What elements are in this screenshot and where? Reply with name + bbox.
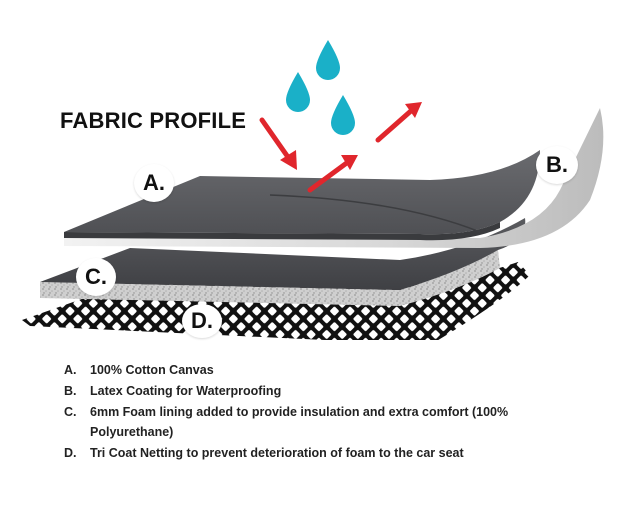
diagram-title: FABRIC PROFILE [60,108,247,133]
callout-b: B. [536,146,578,184]
canvas-seam [269,194,481,233]
latex-layer [64,108,604,248]
legend-item: D. Tri Coat Netting to prevent deteriora… [64,443,584,463]
canvas-layer [64,150,540,235]
water-drop-icon [331,95,355,135]
legend-letter: C. [64,405,77,419]
callout-c: C. [76,258,116,296]
callout-a: A. [134,164,174,202]
legend-letter: A. [64,363,77,377]
water-drop-icon [286,72,310,112]
legend-text: 6mm Foam lining added to provide insulat… [90,405,509,439]
legend-item: B. Latex Coating for Waterproofing [64,381,584,401]
foam-layer [40,218,526,290]
legend-item: A. 100% Cotton Canvas [64,360,584,380]
foam-side [40,250,500,306]
legend-text: Tri Coat Netting to prevent deterioratio… [90,446,464,460]
legend-text: Latex Coating for Waterproofing [90,384,282,398]
legend-list: A. 100% Cotton Canvas B. Latex Coating f… [64,360,584,464]
arrow-up-icon [375,102,422,143]
fabric-layer-diagram [22,40,604,340]
callout-d: D. [182,304,222,338]
legend-text: 100% Cotton Canvas [90,363,214,377]
canvas-edge [64,222,500,241]
arrow-down-icon [259,117,297,170]
legend-item: C. 6mm Foam lining added to provide insu… [64,402,584,442]
legend-letter: D. [64,446,77,460]
water-drop-icon [316,40,340,80]
legend-letter: B. [64,384,77,398]
arrow-bounce-icon [307,155,358,193]
